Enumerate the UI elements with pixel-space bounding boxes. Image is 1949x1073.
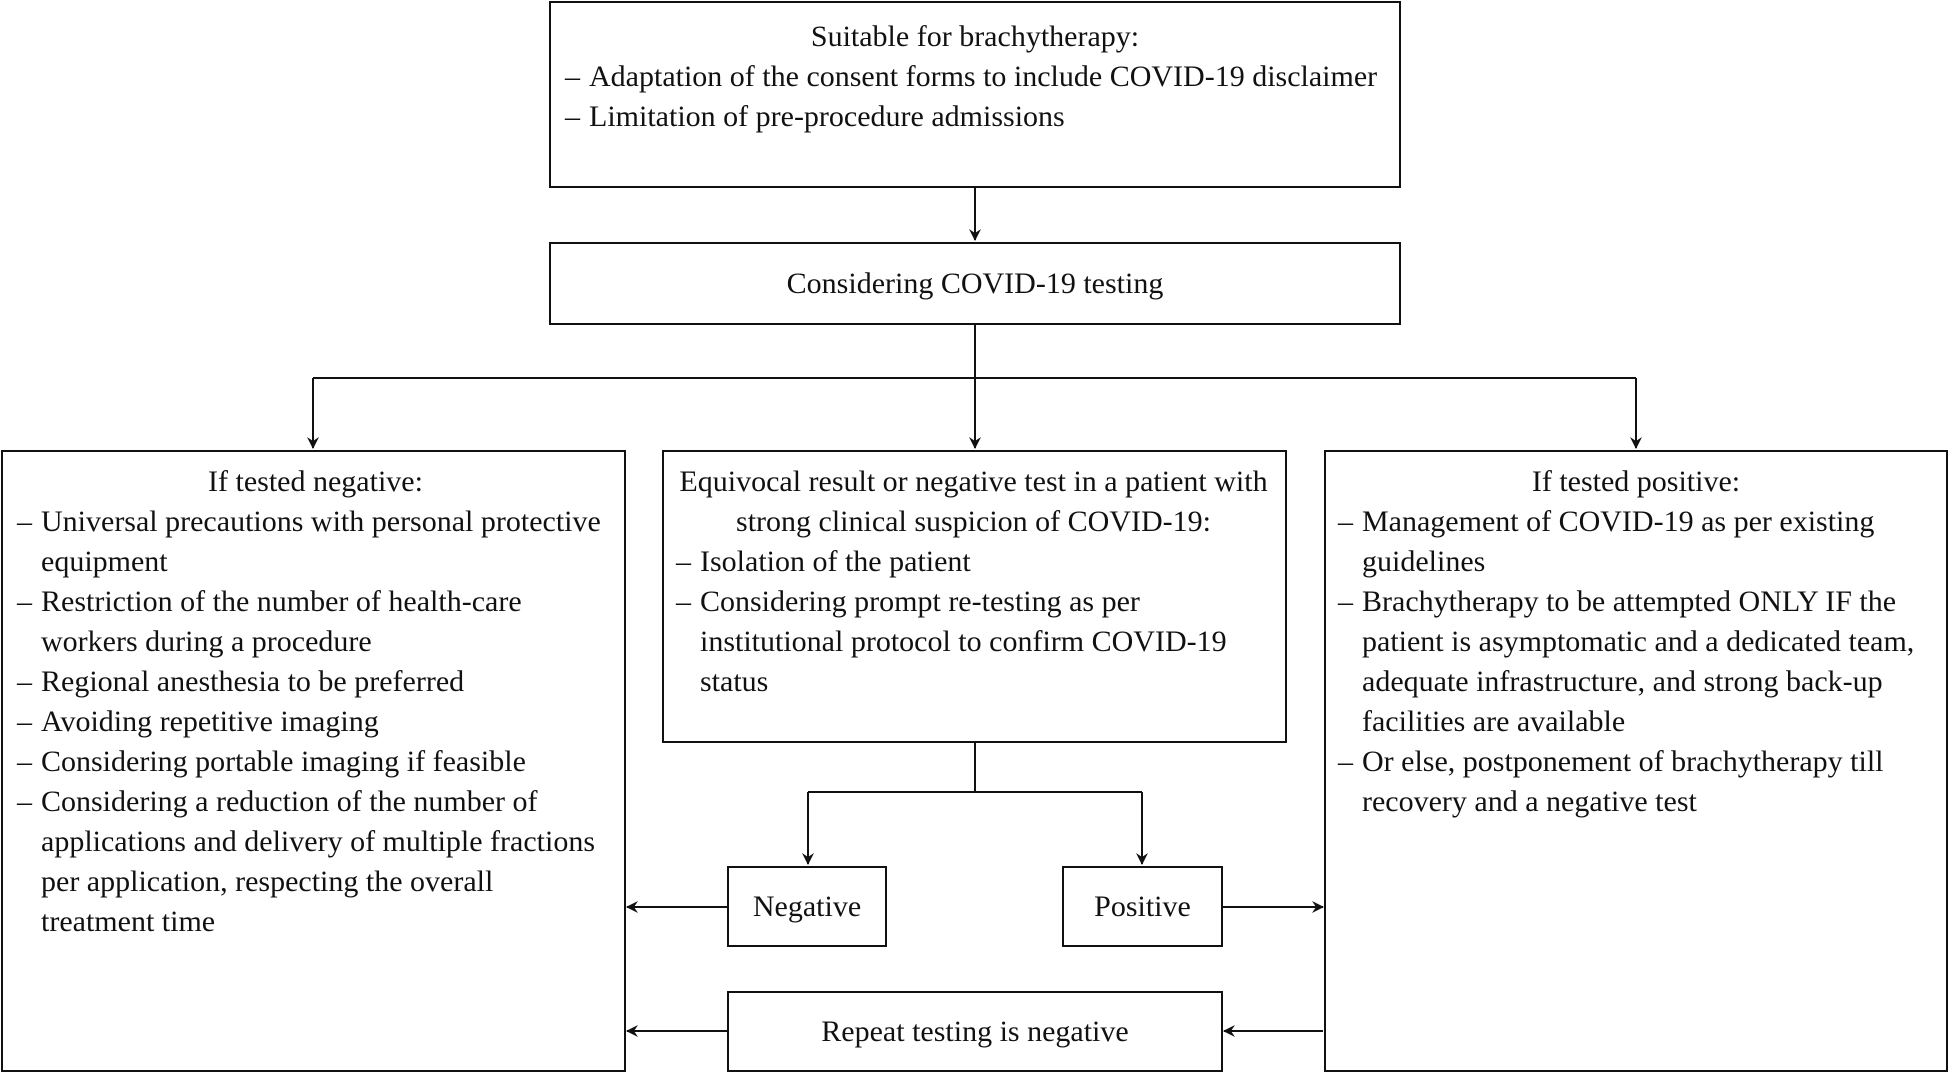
top-box-title: Suitable for brachytherapy:	[810, 20, 1140, 53]
top-box: Suitable for brachytherapy: Adaptation o…	[549, 1, 1401, 188]
list-item: Avoiding repetitive imaging	[17, 702, 614, 742]
testing-box-label: Considering COVID-19 testing	[786, 266, 1164, 300]
list-item: Brachytherapy to be attempted ONLY IF th…	[1338, 582, 1934, 742]
repeat-testing-label: Repeat testing is negative	[821, 1014, 1129, 1048]
positive-box-title: If tested positive:	[1531, 465, 1741, 498]
list-item: Management of COVID-19 as per existing g…	[1338, 502, 1934, 582]
list-item: Regional anesthesia to be preferred	[17, 662, 614, 702]
repeat-testing-box: Repeat testing is negative	[727, 991, 1223, 1072]
list-item: Restriction of the number of health-care…	[17, 582, 614, 662]
top-box-list: Adaptation of the consent forms to inclu…	[565, 57, 1385, 137]
list-item: Limitation of pre-procedure admissions	[565, 97, 1385, 137]
equivocal-box-list: Isolation of the patient Considering pro…	[676, 542, 1271, 702]
list-item: Universal precautions with personal prot…	[17, 502, 614, 582]
negative-box: If tested negative: Universal precaution…	[1, 450, 626, 1072]
list-item: Adaptation of the consent forms to inclu…	[565, 57, 1385, 97]
list-item: Isolation of the patient	[676, 542, 1271, 582]
list-item: Considering prompt re-testing as per ins…	[676, 582, 1271, 702]
positive-box: If tested positive: Management of COVID-…	[1324, 450, 1948, 1072]
equivocal-box: Equivocal result or negative test in a p…	[662, 450, 1287, 743]
retest-positive-label: Positive	[1094, 889, 1191, 923]
list-item: Considering portable imaging if feasible	[17, 742, 614, 782]
positive-box-list: Management of COVID-19 as per existing g…	[1338, 502, 1934, 822]
retest-negative-box: Negative	[727, 866, 887, 947]
negative-box-title: If tested negative:	[208, 465, 423, 498]
testing-box: Considering COVID-19 testing	[549, 242, 1401, 325]
retest-negative-label: Negative	[752, 889, 862, 923]
list-item: Considering a reduction of the number of…	[17, 782, 614, 942]
list-item: Or else, postponement of brachytherapy t…	[1338, 742, 1934, 822]
equivocal-box-title: Equivocal result or negative test in a p…	[679, 465, 1268, 538]
retest-positive-box: Positive	[1062, 866, 1223, 947]
negative-box-list: Universal precautions with personal prot…	[17, 502, 614, 942]
